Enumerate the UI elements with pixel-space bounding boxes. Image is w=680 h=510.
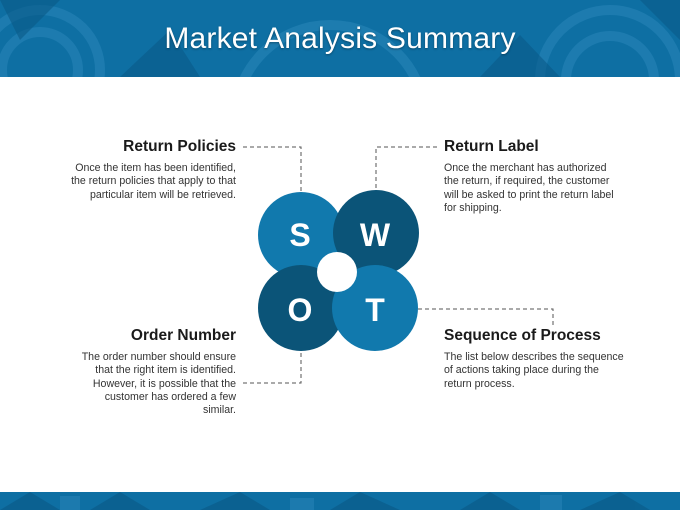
order-number-block: Order Number The order number should ens… — [70, 327, 236, 417]
return-label-heading: Return Label — [444, 138, 539, 155]
return-policies-heading: Return Policies — [123, 138, 236, 155]
connector-return-label — [375, 146, 437, 190]
swot-circle-t — [332, 265, 418, 351]
connector-order-number — [243, 350, 302, 384]
sequence-of-process-text: The list below describes the sequence of… — [444, 351, 624, 390]
swot-letter-t: T — [365, 292, 385, 328]
swot-letter-s: S — [289, 217, 310, 253]
order-number-heading: Order Number — [130, 327, 236, 344]
header-banner: Market Analysis Summary — [0, 0, 680, 77]
connector-return-policies — [243, 146, 302, 192]
footer-pattern — [0, 492, 650, 510]
swot-letter-w: W — [360, 217, 391, 253]
swot-circle-w — [333, 190, 419, 276]
return-label-block: Return Label Once the merchant has autho… — [444, 138, 614, 215]
swot-center-dot — [317, 252, 357, 292]
swot-circle-s — [258, 192, 344, 278]
page-title: Market Analysis Summary — [164, 22, 516, 55]
return-policies-block: Return Policies Once the item has been i… — [70, 138, 236, 202]
swot-circle-o — [258, 265, 344, 351]
footer-banner — [0, 492, 680, 510]
swot-letter-o: O — [288, 292, 313, 328]
connector-sequence — [418, 308, 554, 327]
order-number-text: The order number should ensure that the … — [81, 351, 236, 417]
sequence-of-process-heading: Sequence of Process — [444, 327, 601, 344]
return-policies-text: Once the item has been identified, the r… — [71, 162, 236, 201]
sequence-of-process-block: Sequence of Process The list below descr… — [444, 327, 624, 391]
header-pattern — [0, 0, 680, 77]
return-label-text: Once the merchant has authorized the ret… — [444, 162, 614, 214]
